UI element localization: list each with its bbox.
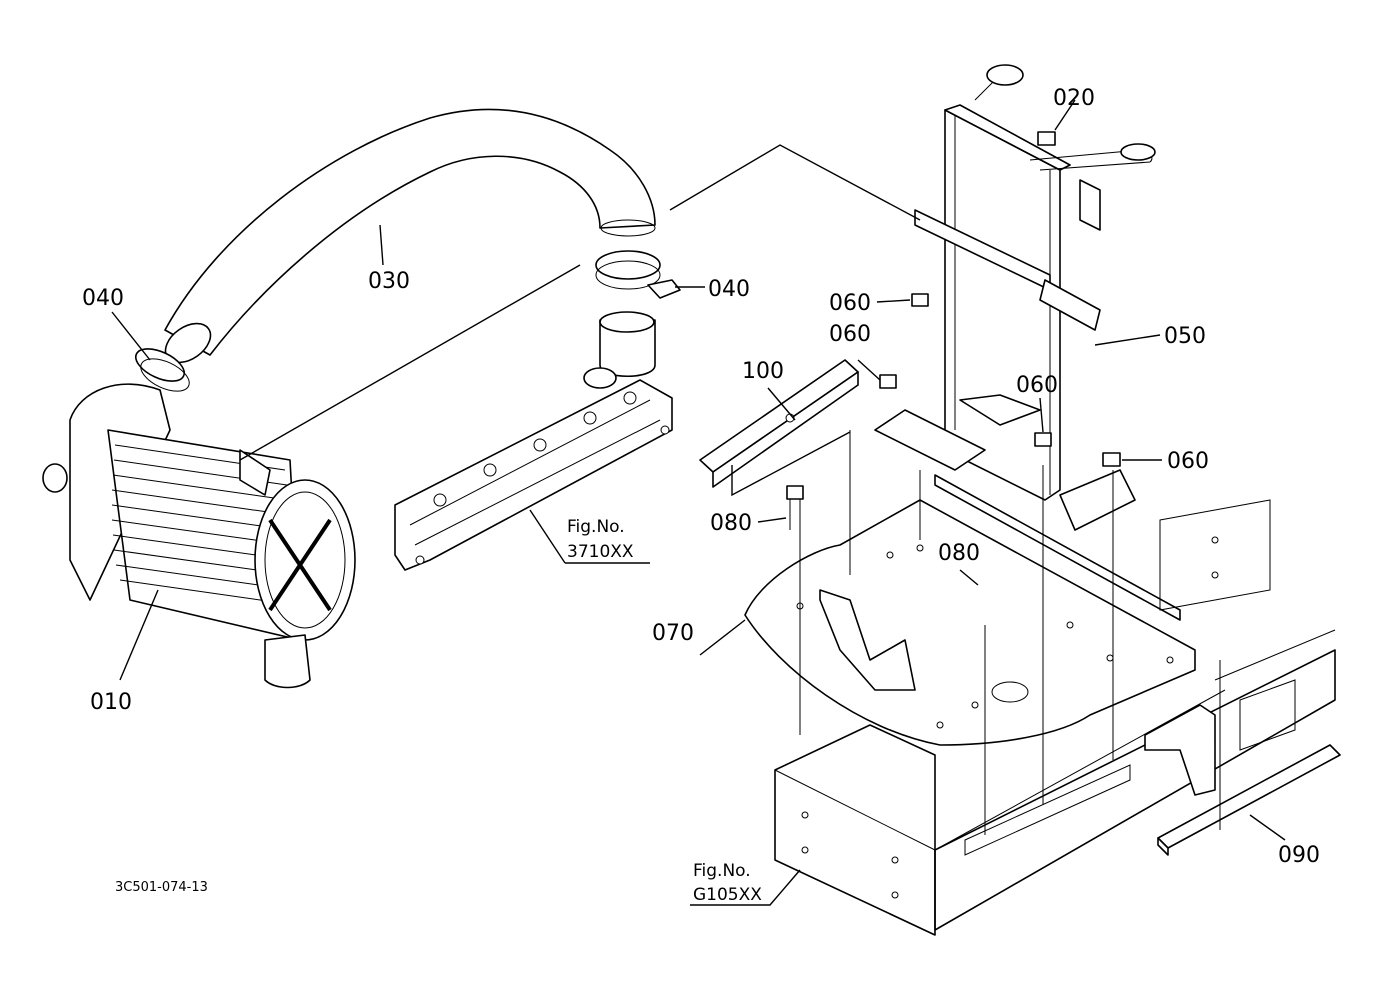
intake-hose-drawing <box>164 108 656 364</box>
alignment-lines <box>799 430 1221 835</box>
label-070: 070 <box>652 621 694 646</box>
label-080-a: 080 <box>710 511 752 536</box>
label-060-c: 060 <box>1016 373 1058 398</box>
label-060-a: 060 <box>829 291 871 316</box>
label-020: 020 <box>1053 86 1095 111</box>
hose-clamp-right-drawing <box>595 250 681 299</box>
support-frame-drawing <box>874 64 1156 531</box>
rail-090-drawing <box>1157 744 1341 856</box>
label-040-left: 040 <box>82 286 124 311</box>
label-060-d: 060 <box>1167 449 1209 474</box>
filter-ribs <box>111 444 296 606</box>
air-cleaner-drawing <box>42 383 356 689</box>
figure-ref-intake[interactable]: Fig.No. 3710XX <box>567 517 634 562</box>
label-090: 090 <box>1278 843 1320 868</box>
leader-lines <box>111 99 1286 906</box>
chassis-frame-drawing <box>774 499 1336 936</box>
label-050: 050 <box>1164 324 1206 349</box>
figure-ref-frame[interactable]: Fig.No. G105XX <box>693 861 762 905</box>
figure-ref-intake-line2: 3710XX <box>567 542 634 562</box>
floor-plate-drawing <box>744 474 1196 746</box>
figure-ref-frame-line2: G105XX <box>693 885 762 905</box>
label-040-right: 040 <box>708 277 750 302</box>
label-060-b: 060 <box>829 322 871 347</box>
label-010: 010 <box>90 690 132 715</box>
plate-holes <box>796 544 1174 729</box>
intake-manifold-drawing <box>394 311 673 571</box>
drawing-code: 3C501-074-13 <box>115 880 208 895</box>
label-030: 030 <box>368 269 410 294</box>
label-100: 100 <box>742 359 784 384</box>
label-080-b: 080 <box>938 541 980 566</box>
figure-ref-intake-line1: Fig.No. <box>567 517 625 537</box>
frame-holes <box>801 536 1219 899</box>
manifold-ports <box>415 391 670 565</box>
figure-ref-frame-line1: Fig.No. <box>693 861 751 881</box>
